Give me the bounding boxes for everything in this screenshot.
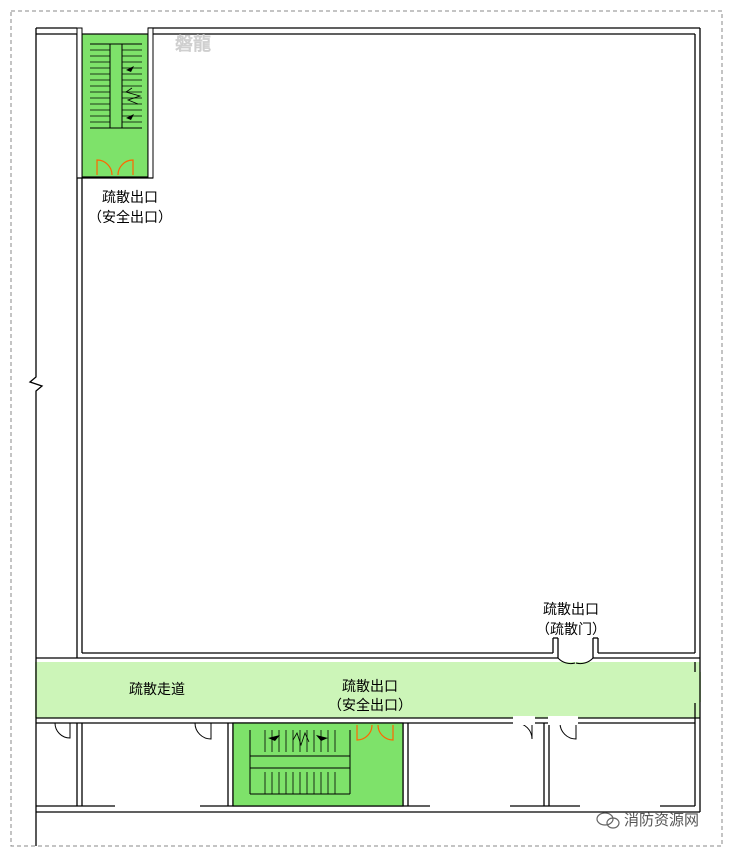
right-exit-sublabel: （疏散门） xyxy=(536,622,606,638)
seal-watermark: 磐龍 xyxy=(175,33,211,55)
door-gap xyxy=(513,716,535,725)
drawing-border xyxy=(10,10,723,847)
door-gap xyxy=(548,716,578,725)
bottom-exit-door xyxy=(356,724,394,741)
bottom-stair xyxy=(232,722,404,807)
watermark-text: 消防资源网 xyxy=(624,811,699,829)
corridor-label: 疏散走道 xyxy=(129,682,185,698)
top-stair xyxy=(76,27,154,179)
wechat-watermark: 消防资源网 xyxy=(596,811,699,829)
top-exit-sublabel: （安全出口） xyxy=(88,209,172,226)
top-exit-label: 疏散出口 xyxy=(102,190,158,206)
bottom-exit-sublabel: （安全出口） xyxy=(328,697,412,714)
bottom-exit-label: 疏散出口 xyxy=(342,679,398,695)
right-exit-label: 疏散出口 xyxy=(543,602,599,618)
top-exit-door xyxy=(96,159,134,176)
wechat-icon xyxy=(596,812,620,829)
corridor-end-strip xyxy=(695,672,701,702)
evacuation-corridor xyxy=(35,662,700,718)
